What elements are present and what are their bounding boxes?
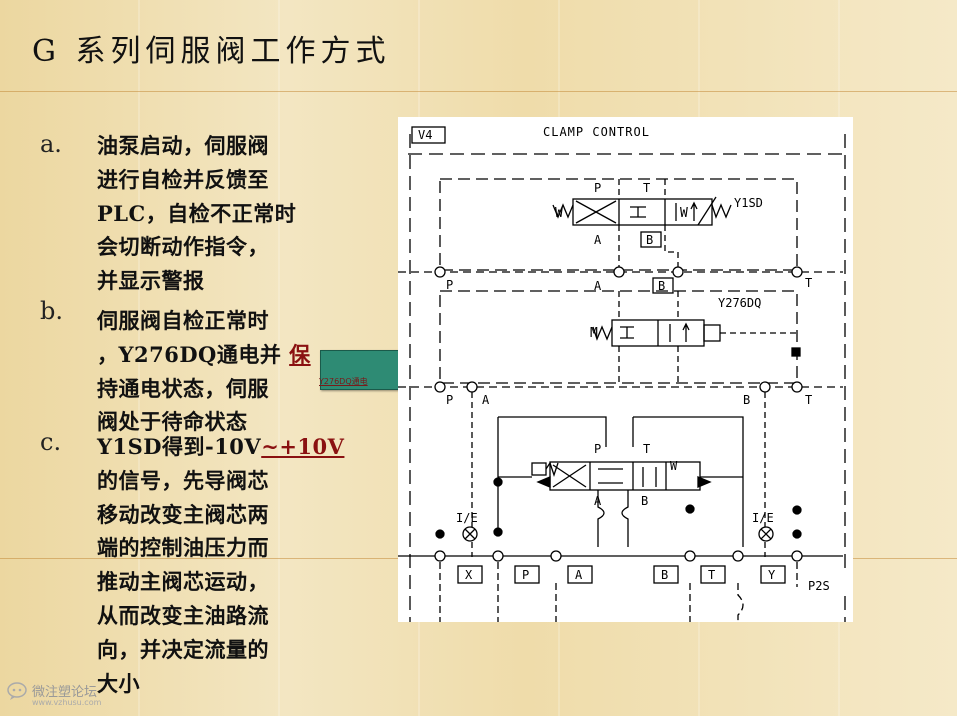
ie-label-right: I/E xyxy=(752,511,774,525)
bullet-marker-a: a. xyxy=(40,130,62,158)
bullet-c-line: 移动改变主阀芯两 xyxy=(97,501,269,527)
bullet-marker-c: c. xyxy=(40,428,62,456)
divider-line xyxy=(0,91,957,92)
v4-label: V4 xyxy=(418,128,432,142)
header-p-label: P xyxy=(446,278,453,292)
port-p-label: P xyxy=(594,181,601,195)
port-a-box xyxy=(567,565,593,584)
port-t2-label: T xyxy=(708,568,715,582)
spring-left xyxy=(552,203,574,219)
bullet-c-line: 端的控制油压力而 xyxy=(97,535,269,561)
bullet-a-line: 会切断动作指令， xyxy=(97,234,269,260)
port-a2-label: A xyxy=(575,568,583,582)
spring-right xyxy=(711,203,732,219)
v4-box xyxy=(411,126,446,144)
w-label-right: W xyxy=(680,206,688,221)
bullet-b-line: ，Y276DQ通电并 保 xyxy=(97,338,311,372)
lower-a-label: A xyxy=(482,393,490,407)
w-label-left: W xyxy=(555,206,563,221)
title-label: CLAMP CONTROL xyxy=(543,125,650,139)
bullet-a-line: 并显示警报 xyxy=(97,268,205,294)
action-button-box[interactable] xyxy=(320,350,399,390)
lower-p-label: P xyxy=(446,393,453,407)
header-b-label: B xyxy=(658,279,665,293)
port-y-box xyxy=(760,565,786,584)
watermark: 微注塑论坛 www.vzhusu.com xyxy=(6,681,101,707)
action-button-caption: Y276DQ通电 xyxy=(319,377,368,386)
crossed-arrows xyxy=(575,200,617,224)
bullet-c-line: 推动主阀芯运动， xyxy=(97,569,269,595)
stem-a xyxy=(597,490,605,547)
bullet-b-line: 阀处于待命状态 xyxy=(97,409,248,435)
outer-frame xyxy=(408,134,848,622)
hydraulic-schematic: V4 CLAMP CONTROL W W Y1SD P T A B xyxy=(398,117,853,622)
bullet-b-hyperlink[interactable]: 保 xyxy=(289,341,311,367)
watermark-url: www.vzhusu.com xyxy=(32,698,102,707)
bullet-c-line: 大小 xyxy=(97,670,140,696)
y1sd-dashed-box xyxy=(439,178,798,271)
bullet-b-line-text: ，Y276DQ通电并 xyxy=(97,341,290,367)
header-a-label: A xyxy=(594,279,602,293)
bullet-a-text: 油泵启动，伺服阀 进行自检并反馈至 PLC，自检不正常时 会切断动作指令， 并显… xyxy=(97,129,296,298)
y1sd-label: Y1SD xyxy=(734,196,763,210)
bullet-c-line: Y1SD得到-10V~+10V xyxy=(97,430,344,464)
main-p-label: P xyxy=(594,442,601,456)
main-w-label: W xyxy=(670,459,678,473)
y276dq-dashed-box xyxy=(439,290,798,384)
bullet-a-line: 进行自检并反馈至 xyxy=(97,166,269,192)
port-b2-label: B xyxy=(661,568,668,582)
bullet-c-line-text: Y1SD得到-10V xyxy=(97,434,262,459)
lower-b-label: B xyxy=(743,393,750,407)
lower-t-label: T xyxy=(805,393,812,407)
schematic-svg: V4 CLAMP CONTROL W W Y1SD P T A B xyxy=(398,125,853,622)
port-y-label: Y xyxy=(768,568,776,582)
p2s-label: P2S xyxy=(808,579,830,593)
port-b-label: B xyxy=(646,233,653,247)
main-valve xyxy=(549,461,701,491)
bullet-b-text: 伺服阀自检正常时 ，Y276DQ通电并 保 持通电状态，伺服 阀处于待命状态 xyxy=(97,304,311,439)
y276dq-label: Y276DQ xyxy=(718,296,761,310)
bullet-c-hyperlink[interactable]: ~+10V xyxy=(261,434,345,459)
watermark-name: 微注塑论坛 xyxy=(32,685,98,700)
bullet-b-line: 伺服阀自检正常时 xyxy=(97,308,269,333)
bullet-c-line: 从而改变主油路流 xyxy=(97,602,269,628)
m-label: M xyxy=(590,326,598,341)
main-b-label: B xyxy=(641,494,648,508)
port-x-box xyxy=(457,565,483,584)
bullet-a-line: PLC，自检不正常时 xyxy=(97,200,297,226)
port-b2-box xyxy=(653,565,679,584)
chat-bubble-icon xyxy=(7,682,27,700)
port-p-box xyxy=(514,565,540,584)
port-p2-label: P xyxy=(522,568,529,582)
bullet-b-line: 持通电状态，伺服 xyxy=(97,375,269,401)
header-t-label: T xyxy=(805,276,812,290)
main-valve-body xyxy=(497,416,744,547)
port-t-box xyxy=(700,565,726,584)
stem-b xyxy=(621,490,629,547)
bullet-c-line: 向，并决定流量的 xyxy=(97,636,269,662)
slide-title: G 系列伺服阀工作方式 xyxy=(32,34,391,69)
port-x-label: X xyxy=(465,568,473,582)
port-b-box xyxy=(640,231,662,248)
bullet-c-text: Y1SD得到-10V~+10V 的信号，先导阀芯 移动改变主阀芯两 端的控制油压… xyxy=(97,430,344,700)
bullet-c-line: 的信号，先导阀芯 xyxy=(97,467,269,493)
y1sd-valve xyxy=(572,198,713,226)
port-t-label: T xyxy=(643,181,650,195)
bullet-a-line: 油泵启动，伺服阀 xyxy=(97,133,269,158)
port-a-label: A xyxy=(594,233,602,247)
bullet-marker-b: b. xyxy=(40,297,63,325)
main-t-label: T xyxy=(643,442,650,456)
ie-label-left: I/E xyxy=(456,511,478,525)
